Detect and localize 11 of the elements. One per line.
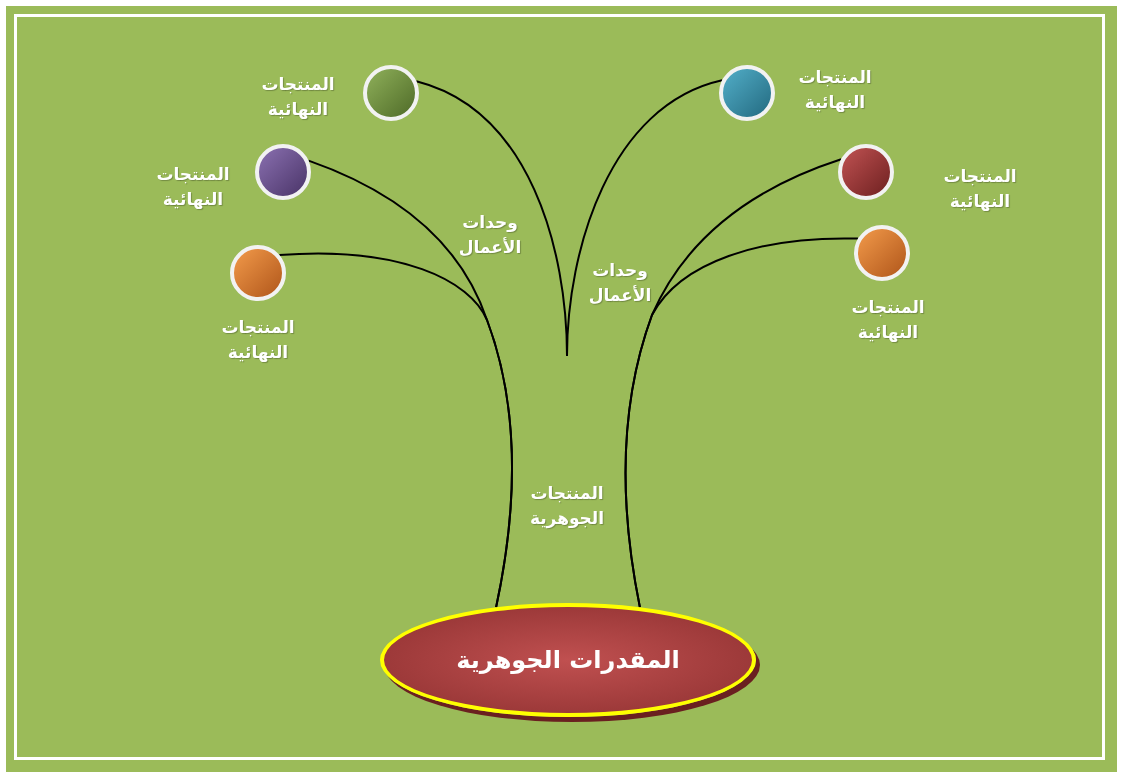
circle-caption: المنتجات النهائية (797, 66, 873, 114)
branch-label: وحدات الأعمال (457, 211, 523, 259)
circle-caption: المنتجات النهائية (220, 316, 296, 364)
branch-label: المنتجات الجوهرية (528, 482, 606, 531)
branch-line (415, 79, 724, 357)
circle-caption: المنتجات النهائية (260, 73, 336, 121)
circle-caption: المنتجات النهائية (850, 296, 926, 344)
circle-caption: المنتجات النهائية (942, 165, 1018, 213)
circle-caption: المنتجات النهائية (155, 163, 231, 211)
node-label: المقدرات الجوهرية (456, 646, 680, 674)
branch-label: وحدات الأعمال (587, 259, 653, 307)
